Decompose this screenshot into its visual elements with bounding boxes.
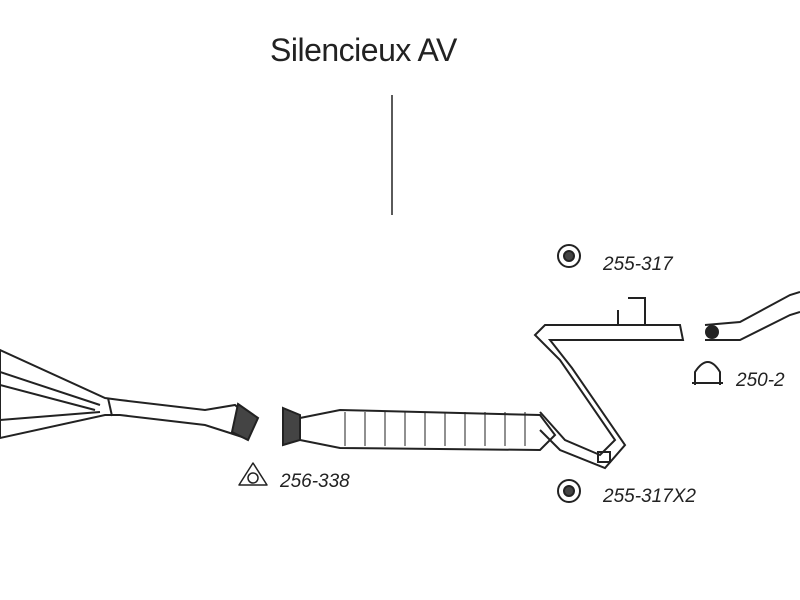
clamp-icon [692,361,723,385]
front-silencer[interactable] [282,406,557,452]
part-label: 255-317 [603,254,673,275]
part-label: 255-317X2 [603,486,696,507]
part-label: 256-338 [280,471,350,492]
diagram-title: Silencieux AV [270,32,457,68]
rear-pipe[interactable] [704,291,800,341]
front-pipe[interactable] [0,348,260,442]
part-label: 250-2 [736,370,785,391]
gasket-icon [238,462,268,486]
intermediate-pipe[interactable] [533,297,685,470]
rubber-ring-icon [557,244,581,268]
rubber-ring-icon [557,479,581,503]
